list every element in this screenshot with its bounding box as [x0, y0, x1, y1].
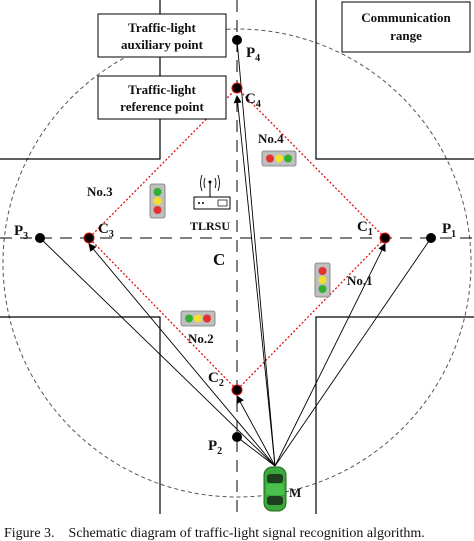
svg-text:C4: C4 — [245, 91, 261, 110]
auxiliary-point-box: Traffic-light auxiliary point — [97, 13, 227, 58]
point-p2 — [232, 432, 242, 442]
label-rsu: TLRSU — [190, 219, 230, 233]
label-c1-sub: 1 — [368, 227, 373, 238]
label-c4-sub: 4 — [256, 99, 261, 110]
point-c2 — [231, 384, 243, 396]
figure-caption: Figure 3. Schematic diagram of traffic-l… — [4, 526, 425, 541]
reference-box-line1: Traffic-light — [128, 82, 196, 97]
range-box-line2: range — [390, 28, 422, 43]
point-labels: P4 C4 P3 C3 C1 P1 C2 P2 C M — [14, 45, 456, 500]
reference-box-line2: reference point — [120, 99, 204, 114]
label-no1: No.1 — [347, 273, 373, 288]
traffic-light-no4 — [261, 150, 297, 167]
label-p4-sub: 4 — [255, 53, 260, 64]
svg-text:C3: C3 — [98, 221, 114, 240]
label-center: C — [213, 250, 225, 269]
point-c3 — [83, 232, 95, 244]
label-p2-sub: 2 — [217, 446, 222, 457]
svg-text:P2: P2 — [208, 438, 222, 457]
label-c3-sub: 3 — [109, 229, 114, 240]
traffic-light-labels: No.3 No.4 No.1 No.2 TLRSU — [87, 131, 373, 346]
label-p4: P — [246, 45, 255, 61]
point-markers — [35, 35, 436, 442]
label-no2: No.2 — [188, 331, 214, 346]
auxiliary-box-line1: Traffic-light — [128, 20, 196, 35]
label-c3: C — [98, 221, 109, 237]
point-p4 — [232, 35, 242, 45]
reference-point-box: Traffic-light reference point — [97, 75, 227, 120]
label-c2: C — [208, 370, 219, 386]
traffic-light-no3 — [149, 183, 166, 219]
traffic-light-no1 — [314, 262, 331, 298]
label-c1: C — [357, 219, 368, 235]
svg-text:P4: P4 — [246, 45, 260, 64]
communication-range-box: Communication range — [341, 1, 471, 53]
point-p3 — [35, 233, 45, 243]
label-p1: P — [442, 221, 451, 237]
label-no4: No.4 — [258, 131, 284, 146]
label-c4: C — [245, 91, 256, 107]
svg-text:P3: P3 — [14, 223, 28, 242]
tlrsu-device — [193, 174, 231, 210]
vehicle-car — [263, 466, 287, 512]
label-no3: No.3 — [87, 184, 113, 199]
svg-text:C2: C2 — [208, 370, 224, 389]
label-c2-sub: 2 — [219, 378, 224, 389]
point-c4 — [231, 82, 243, 94]
label-p3-sub: 3 — [23, 231, 28, 242]
point-c1 — [379, 232, 391, 244]
svg-text:P1: P1 — [442, 221, 456, 240]
label-p3: P — [14, 223, 23, 239]
svg-text:C1: C1 — [357, 219, 373, 238]
label-vehicle: M — [289, 485, 301, 500]
sight-lines — [39, 39, 432, 467]
point-p1 — [426, 233, 436, 243]
label-p2: P — [208, 438, 217, 454]
traffic-light-no2 — [180, 310, 216, 327]
reference-point-path — [88, 87, 386, 391]
range-box-line1: Communication — [361, 10, 451, 25]
label-p1-sub: 1 — [451, 229, 456, 240]
auxiliary-box-line2: auxiliary point — [121, 37, 204, 52]
